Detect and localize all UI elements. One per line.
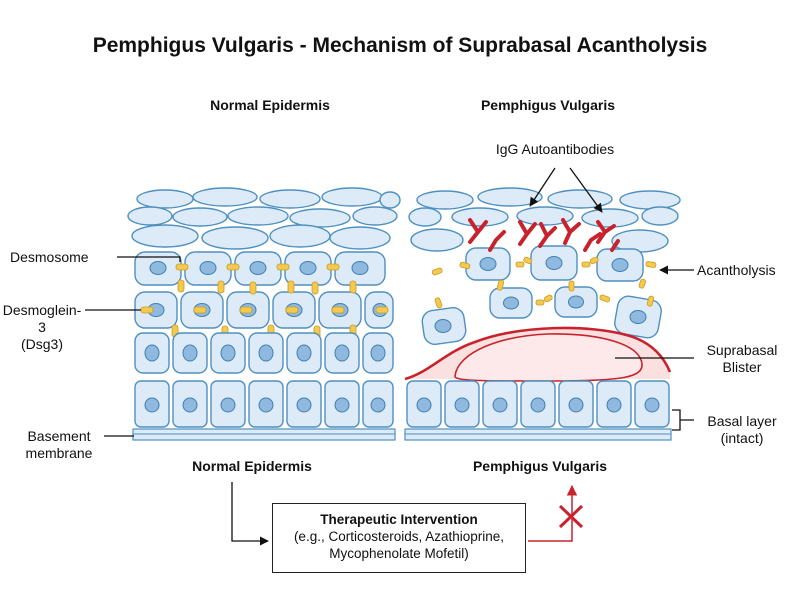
basal-layer-left <box>134 380 394 428</box>
right-panel-caption: Pemphigus Vulgaris <box>472 458 608 474</box>
desmosomes <box>140 263 389 339</box>
blister-label-line2: Blister <box>722 359 762 375</box>
basement-label-line1: Basement <box>27 428 91 444</box>
therapeutic-intervention-box: Therapeutic Intervention (e.g., Corticos… <box>272 503 526 573</box>
desmoglein-label: Desmoglein-3 (Dsg3) <box>0 302 84 353</box>
keratinocytes-upper <box>465 245 644 319</box>
basement-membrane-right <box>404 428 672 441</box>
therapy-to-pemphigus-arrow <box>528 484 578 542</box>
left-panel-caption: Normal Epidermis <box>192 458 312 474</box>
basement-label-line2: membrane <box>25 445 93 461</box>
corneum-layer-right <box>408 187 681 253</box>
block-x-icon <box>558 504 584 529</box>
broken-desmosomes <box>431 256 657 309</box>
spinous-row-2 <box>134 291 394 329</box>
igg-label: IgG Autoantibodies <box>495 141 615 157</box>
corneum-layer <box>127 187 401 250</box>
blister-label-line1: Suprabasal <box>706 342 778 358</box>
basal-layer-right <box>406 380 670 428</box>
desmosome-leader <box>117 256 181 262</box>
intervention-title: Therapeutic Intervention <box>320 512 478 527</box>
page-title: Pemphigus Vulgaris - Mechanism of Suprab… <box>92 34 708 57</box>
normal-epidermis-panel <box>127 187 401 441</box>
igg-arrow-right <box>569 167 603 213</box>
columnar-row <box>134 332 394 374</box>
basement-label: Basement membrane <box>14 428 104 462</box>
igg-antibodies <box>468 218 620 252</box>
suprabasal-blister <box>404 326 672 382</box>
basal-layer-label-line1: Basal layer <box>707 413 777 429</box>
intervention-line2: Mycophenolate Mofetil) <box>329 546 469 561</box>
left-panel-heading: Normal Epidermis <box>210 97 330 113</box>
igg-arrow-left <box>529 167 556 207</box>
basal-layer-label-line2: (intact) <box>720 430 764 446</box>
normal-to-therapy-arrow <box>231 482 269 546</box>
blocked-progression <box>528 484 584 542</box>
acantholytic-cells <box>421 295 662 346</box>
desmoglein-label-line2: (Dsg3) <box>20 336 63 352</box>
blister-label: Suprabasal Blister <box>690 342 794 376</box>
desmoglein-label-line1: Desmoglein-3 <box>2 302 82 335</box>
right-panel-heading: Pemphigus Vulgaris <box>480 97 616 113</box>
callout-lines <box>85 167 694 546</box>
basal-bracket <box>672 409 694 431</box>
basal-layer-label: Basal layer (intact) <box>694 413 790 447</box>
acantholysis-label: Acantholysis <box>697 262 776 278</box>
desmosome-label: Desmosome <box>10 249 89 265</box>
basement-membrane-left <box>132 428 396 441</box>
pemphigus-panel <box>404 187 681 441</box>
intervention-line1: (e.g., Corticosteroids, Azathioprine, <box>293 529 505 544</box>
